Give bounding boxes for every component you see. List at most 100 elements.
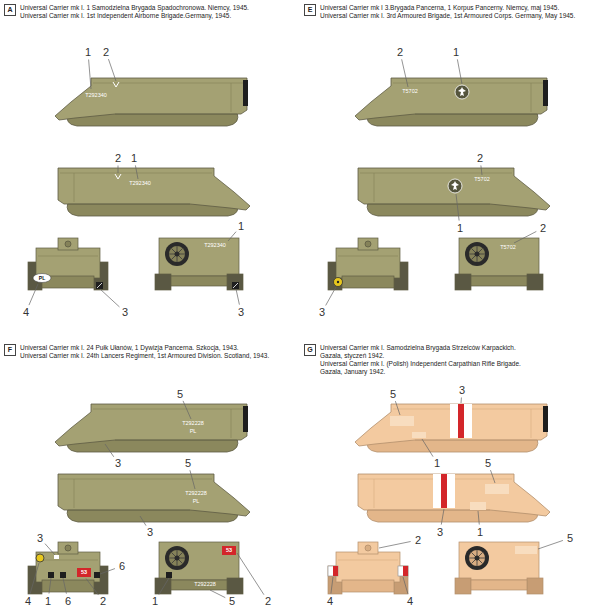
- track: [455, 578, 471, 594]
- wheel-hub: [175, 556, 180, 561]
- carrier-rear-view: [455, 238, 543, 290]
- hull-group: [355, 404, 548, 452]
- callout-number: 5: [485, 458, 491, 469]
- label-anchor: 1: [477, 527, 483, 538]
- vehicle-marking: T5702: [500, 245, 516, 251]
- markings: [334, 85, 470, 287]
- label-anchor: T5702: [402, 89, 418, 95]
- hull-rear: [459, 542, 539, 580]
- label-anchor: 1: [131, 153, 137, 164]
- leader-line: [481, 165, 482, 175]
- eagle-roundel: [448, 179, 462, 193]
- label-anchor: 2: [265, 596, 271, 607]
- hull-side: [355, 78, 547, 120]
- panel-title: Universal Carrier mk I. (Polish) Indepen…: [320, 360, 596, 368]
- bridge-plate-dot: [337, 281, 339, 283]
- lower-plate: [342, 580, 394, 592]
- panel-letter-box: A: [4, 4, 16, 16]
- formation-sign-detail: [97, 283, 102, 288]
- gun-housing: [58, 238, 78, 250]
- panel-line: [74, 479, 75, 508]
- formation-sign: [48, 572, 54, 578]
- callout-number: 2: [265, 596, 271, 607]
- bridge-plate: [36, 554, 44, 562]
- panel-line: [115, 114, 237, 115]
- lower-plate: [171, 276, 227, 286]
- label-anchor: 1: [85, 47, 91, 58]
- callout-number: 2: [103, 47, 109, 58]
- label-anchor: 1: [152, 596, 158, 607]
- label-anchor: T292228: [182, 421, 204, 427]
- wheel-spoke: [471, 248, 482, 259]
- vehicle-marking: T5702: [402, 89, 418, 95]
- carrier-side-view: [358, 168, 550, 216]
- panel-line: [368, 204, 490, 205]
- panel-line: [38, 560, 98, 561]
- wheel-rim: [469, 246, 485, 262]
- panel-line: [374, 479, 375, 508]
- spare-wheel: [165, 546, 189, 570]
- hull-front: [336, 248, 400, 278]
- wheel-rim: [169, 246, 185, 262]
- wheel-hub: [475, 556, 480, 561]
- leader-line: [100, 569, 115, 574]
- panel-letter-box: F: [4, 344, 16, 356]
- panel-line: [115, 440, 237, 441]
- hull-group: [55, 404, 248, 452]
- panel-line: [68, 510, 190, 511]
- hull-group: [58, 474, 250, 522]
- panel-letter: E: [308, 6, 313, 14]
- callout-number: 1: [85, 47, 91, 58]
- panel-letter: F: [8, 346, 12, 354]
- leader-line: [514, 231, 536, 243]
- spare-wheel: [465, 242, 489, 266]
- panel-line: [60, 173, 212, 174]
- label-anchor: 5: [185, 458, 191, 469]
- vehicle-marking: T292340: [204, 243, 226, 249]
- label-anchor: 4: [23, 307, 29, 318]
- leader-line: [159, 578, 169, 595]
- leader-line: [395, 401, 400, 415]
- carrier-side-view: [358, 474, 550, 522]
- vehicle-marking: PL: [190, 429, 197, 435]
- leader-line: [86, 579, 98, 596]
- label-anchor: 5: [390, 389, 396, 400]
- callout-number: 1: [238, 221, 244, 232]
- callout-number: 6: [119, 561, 125, 572]
- label-anchor: 5: [177, 389, 183, 400]
- callout-number: 1: [453, 47, 459, 58]
- hull-rear: [159, 542, 239, 580]
- leader-line: [105, 444, 114, 457]
- panel-line: [93, 83, 245, 84]
- vehicle-marking: T292340: [85, 93, 107, 99]
- hull-group: [55, 78, 248, 126]
- panel-letter: G: [307, 346, 312, 354]
- wheel-hub: [475, 252, 480, 257]
- vehicle-marking: T292228: [185, 491, 207, 497]
- callout-number: 4: [407, 596, 413, 607]
- label-anchor: PL: [39, 276, 45, 281]
- recognition-stripe: [458, 404, 464, 438]
- callout-number: 2: [397, 47, 403, 58]
- tac-mark: [54, 555, 59, 559]
- spare-wheel: [165, 242, 189, 266]
- wheel-rim: [169, 550, 185, 566]
- leader-line: [478, 511, 479, 525]
- callout-number: 3: [437, 527, 443, 538]
- title-block: Universal Carrier mk I 3.Brygada Pancern…: [320, 4, 596, 20]
- panel-line: [360, 173, 512, 174]
- callout-number: 5: [177, 389, 183, 400]
- pl-oval: [33, 274, 51, 283]
- panel-line: [415, 114, 537, 115]
- hull-side: [55, 78, 247, 120]
- track: [527, 578, 543, 594]
- leader-line: [379, 542, 411, 548]
- label-anchor: 3: [122, 307, 128, 318]
- gun-port: [365, 241, 371, 247]
- label-anchor: 2: [397, 47, 403, 58]
- panel-title: Universal Carrier mk I 3.Brygada Pancern…: [320, 4, 596, 12]
- faded-marking: [470, 502, 486, 510]
- label-anchor: 3: [319, 307, 325, 318]
- hull-side: [358, 474, 550, 516]
